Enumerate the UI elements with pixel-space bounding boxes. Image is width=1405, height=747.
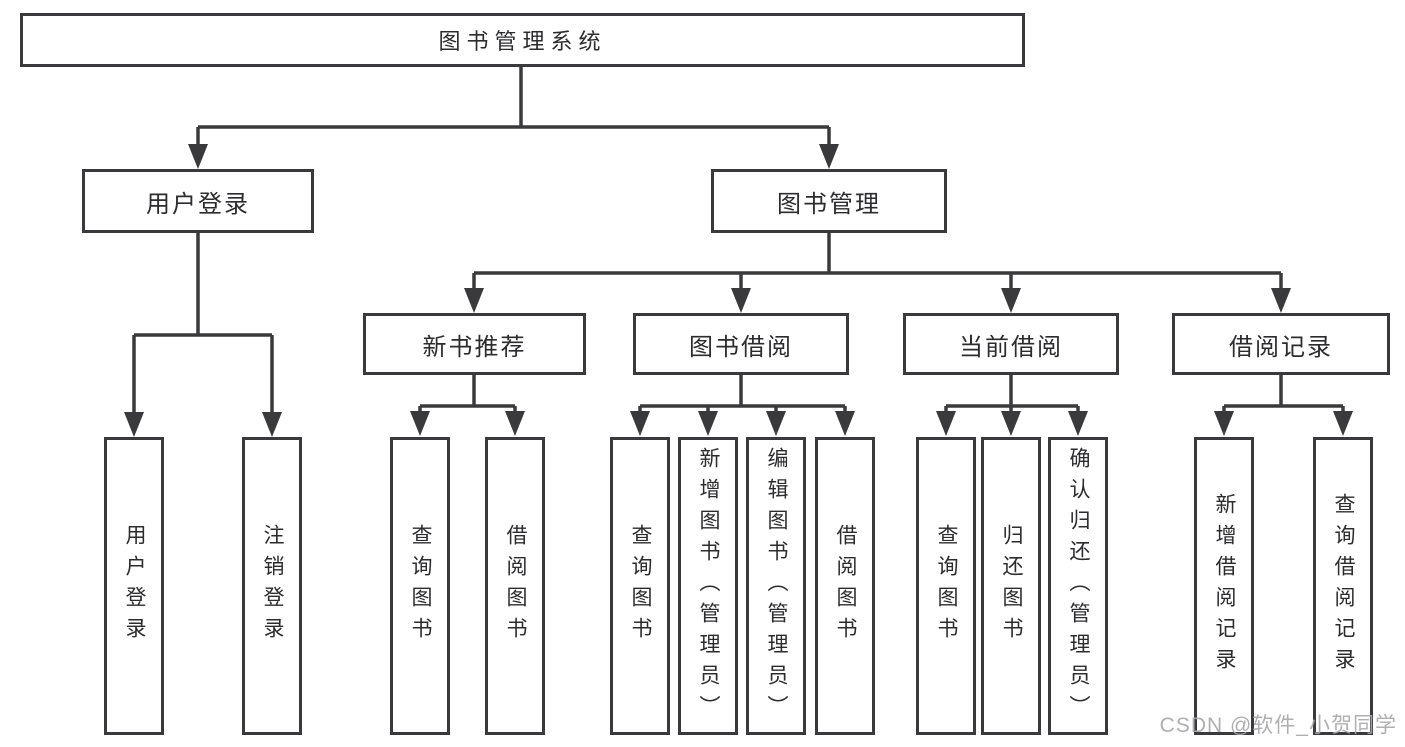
node-book-borrowing: 图书借阅 — [633, 313, 849, 375]
leaf-add-borrow-record: 新增借阅记录 — [1194, 437, 1254, 735]
leaf-add-books-admin: 新增图书（管理员） — [678, 437, 738, 735]
leaf-query-books-1: 查询图书 — [390, 437, 450, 735]
edges-book-borrow-to-leaves — [630, 375, 855, 436]
edges-user-login-to-leaves — [124, 232, 282, 437]
leaf-borrow-books-1: 借阅图书 — [485, 437, 545, 735]
leaf-user-login: 用户登录 — [104, 437, 164, 735]
leaf-confirm-return-admin: 确认归还（管理员） — [1048, 437, 1108, 735]
edges-borrow-records-to-leaves — [1214, 375, 1353, 436]
leaf-borrow-books-2: 借阅图书 — [815, 437, 875, 735]
edges-book-mgmt-to-level3 — [464, 233, 1291, 313]
edges-new-books-to-leaves — [410, 375, 525, 436]
leaf-return-books: 归还图书 — [981, 437, 1041, 735]
node-book-management: 图书管理 — [711, 169, 947, 233]
csdn-watermark: CSDN @软件_小贺同学 — [1159, 714, 1397, 737]
node-library-system: 图书管理系统 — [20, 13, 1025, 67]
leaf-query-books-2: 查询图书 — [610, 437, 670, 735]
node-current-borrowing: 当前借阅 — [903, 313, 1119, 375]
node-borrowing-records: 借阅记录 — [1172, 313, 1390, 375]
edges-root-to-level2 — [188, 67, 839, 169]
node-user-login: 用户登录 — [82, 169, 314, 233]
node-new-book-recommend: 新书推荐 — [363, 313, 586, 375]
leaf-query-books-3: 查询图书 — [916, 437, 976, 735]
edges-current-borrow-to-leaves — [936, 375, 1088, 436]
leaf-logout: 注销登录 — [242, 437, 302, 735]
leaf-query-borrow-record: 查询借阅记录 — [1313, 437, 1373, 735]
leaf-edit-books-admin: 编辑图书（管理员） — [746, 437, 806, 735]
